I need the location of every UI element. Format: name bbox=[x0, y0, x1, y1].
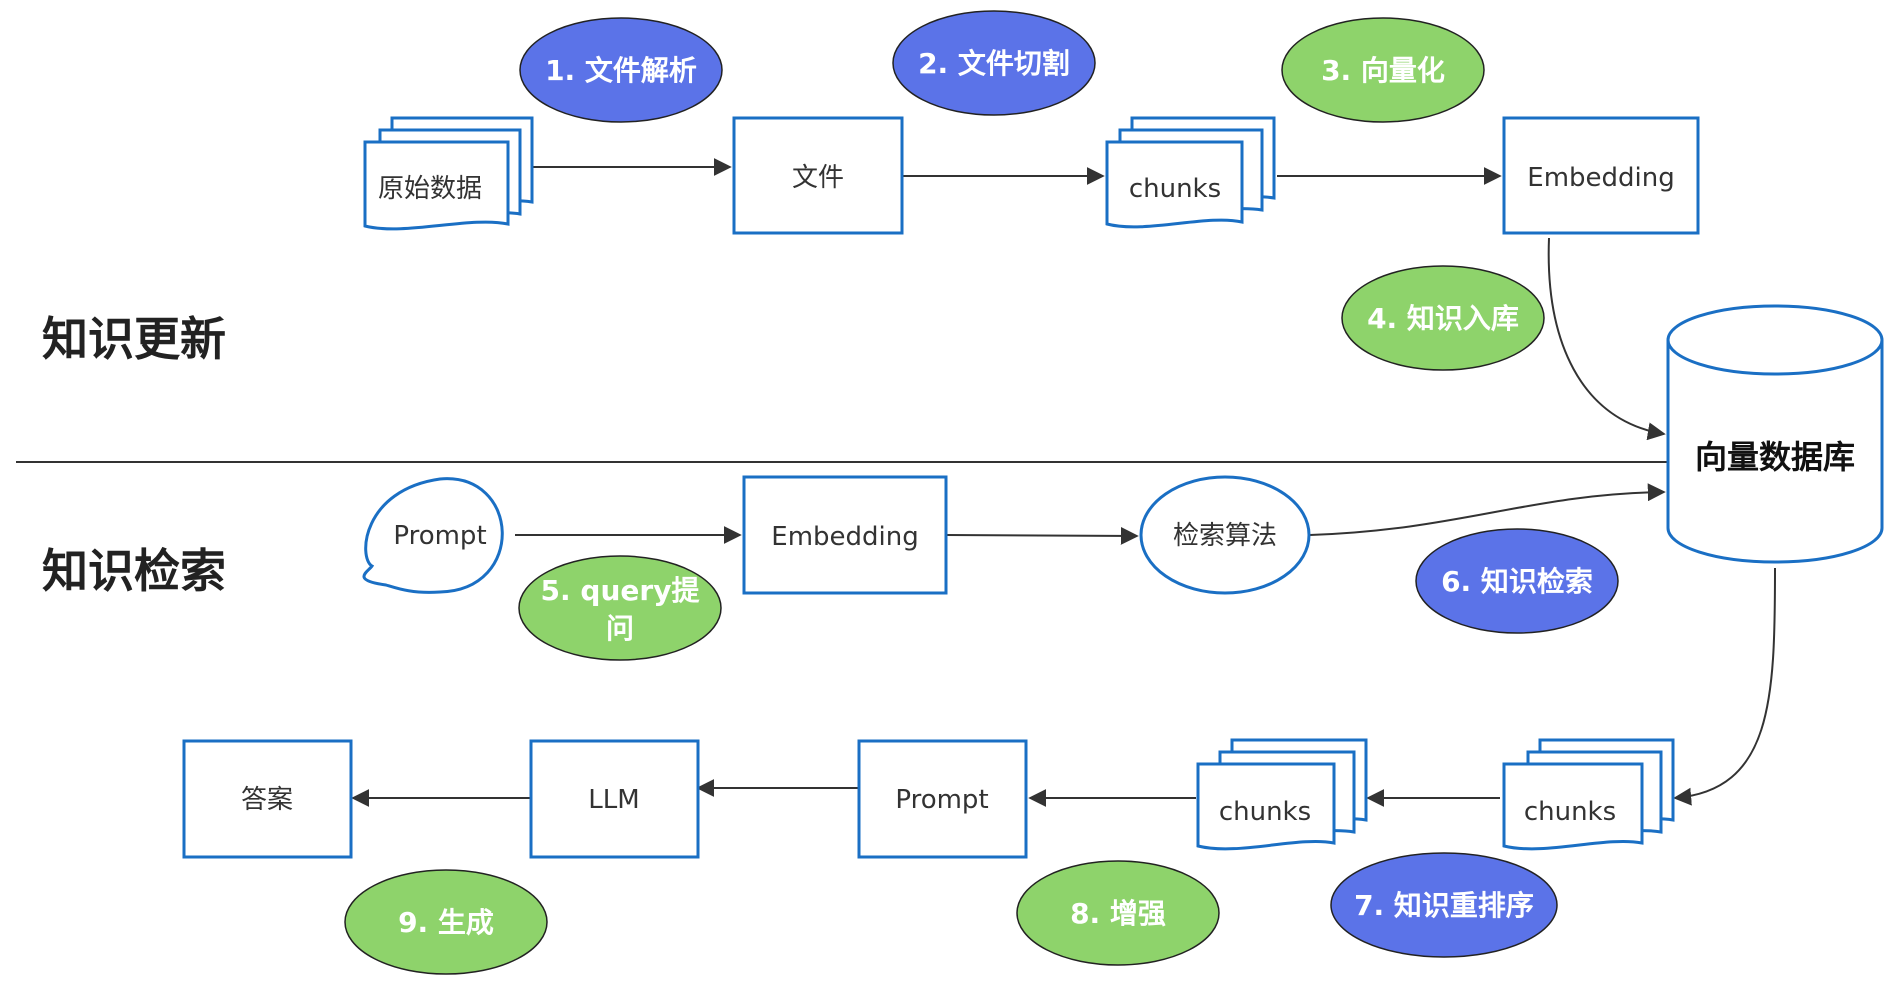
step-6-badge: 6. 知识检索 bbox=[1415, 528, 1619, 634]
chunks-right-label: chunks bbox=[1524, 797, 1616, 827]
edge-embedding-to-search bbox=[945, 526, 1139, 545]
search-algo-label: 检索算法 bbox=[1173, 521, 1277, 551]
chunks-top-label: chunks bbox=[1129, 174, 1221, 204]
search-algo-node: 检索算法 bbox=[1139, 475, 1311, 595]
step-5-label-line2: 问 bbox=[606, 612, 634, 645]
answer-node: 答案 bbox=[182, 739, 353, 859]
raw-data-node: 原始数据 bbox=[363, 116, 534, 231]
answer-label: 答案 bbox=[241, 785, 293, 815]
step-5-label-line1: 5. query提 bbox=[541, 574, 701, 607]
step-1-label: 1. 文件解析 bbox=[545, 54, 697, 87]
embedding-top-node: Embedding bbox=[1502, 116, 1700, 235]
edge-embedding-to-db bbox=[1547, 237, 1666, 441]
section-label-update: 知识更新 bbox=[42, 312, 226, 366]
prompt-box-label: Prompt bbox=[895, 785, 988, 815]
step-3-label: 3. 向量化 bbox=[1321, 54, 1445, 87]
prompt-bubble-node: Prompt bbox=[362, 477, 504, 594]
step-7-label: 7. 知识重排序 bbox=[1354, 889, 1534, 922]
vector-db-label: 向量数据库 bbox=[1695, 438, 1855, 476]
step-2-badge: 2. 文件切割 bbox=[892, 10, 1096, 116]
edge-search-to-db bbox=[1309, 483, 1666, 536]
prompt-box-node: Prompt bbox=[857, 739, 1028, 859]
step-5-badge: 5. query提 问 bbox=[518, 555, 722, 661]
step-4-badge: 4. 知识入库 bbox=[1341, 265, 1545, 371]
section-label-retrieval: 知识检索 bbox=[42, 544, 226, 598]
raw-data-label: 原始数据 bbox=[378, 174, 482, 204]
step-7-badge: 7. 知识重排序 bbox=[1330, 852, 1558, 958]
step-2-label: 2. 文件切割 bbox=[918, 47, 1070, 80]
prompt-bubble-label: Prompt bbox=[393, 521, 486, 551]
step-9-label: 9. 生成 bbox=[398, 906, 494, 939]
embedding-mid-label: Embedding bbox=[771, 522, 918, 552]
chunks-left-node: chunks bbox=[1196, 738, 1368, 851]
embedding-top-label: Embedding bbox=[1527, 163, 1674, 193]
chunks-left-label: chunks bbox=[1219, 797, 1311, 827]
step-9-badge: 9. 生成 bbox=[344, 869, 548, 975]
step-1-badge: 1. 文件解析 bbox=[519, 17, 723, 123]
step-8-badge: 8. 增强 bbox=[1016, 860, 1220, 966]
step-8-label: 8. 增强 bbox=[1070, 897, 1166, 930]
file-node: 文件 bbox=[732, 116, 904, 235]
edge-db-to-chunks bbox=[1673, 567, 1776, 806]
llm-label: LLM bbox=[588, 785, 639, 815]
file-label: 文件 bbox=[792, 163, 844, 193]
llm-node: LLM bbox=[529, 739, 700, 859]
step-4-label: 4. 知识入库 bbox=[1367, 302, 1519, 335]
chunks-top-node: chunks bbox=[1105, 116, 1276, 229]
embedding-mid-node: Embedding bbox=[742, 475, 948, 595]
vector-db-node: 向量数据库 bbox=[1666, 304, 1884, 564]
chunks-right-node: chunks bbox=[1502, 738, 1675, 851]
step-3-badge: 3. 向量化 bbox=[1281, 17, 1485, 123]
step-6-label: 6. 知识检索 bbox=[1441, 565, 1593, 598]
